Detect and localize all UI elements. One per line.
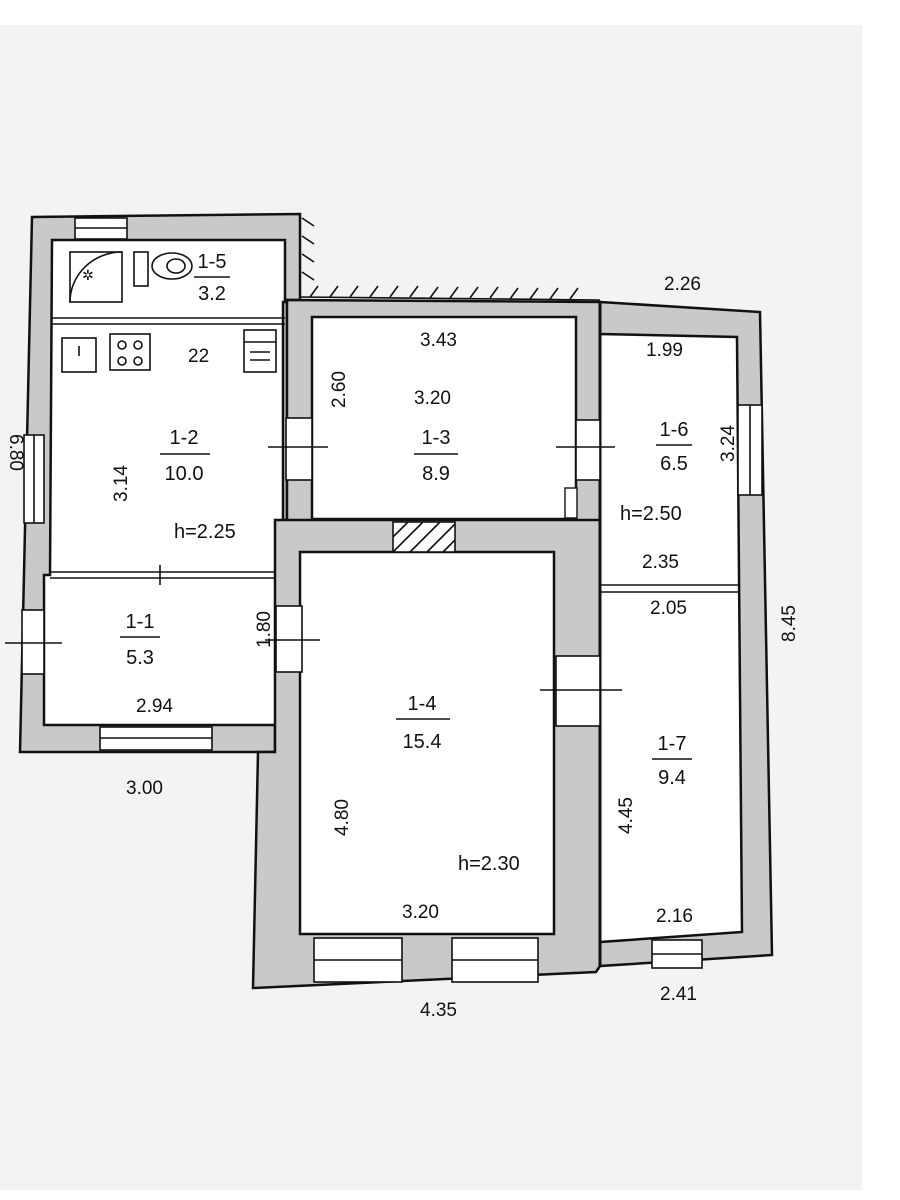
room-area: 15.4: [403, 731, 442, 753]
room-area: 6.5: [660, 453, 688, 475]
dimensions: 6.80 22 3.14 3.43 2.60 3.20 2.26 1.99 3.…: [5, 274, 800, 1021]
room-id: 1-7: [658, 733, 687, 755]
basin-icon: [243, 329, 277, 373]
room-1-1: 1-1 5.3: [120, 611, 160, 669]
doorways: [5, 417, 622, 727]
shower-icon: [69, 251, 123, 303]
dimension-label: 4.35: [420, 1000, 457, 1021]
room-id: 1-2: [170, 427, 199, 449]
room-id: 1-6: [660, 419, 689, 441]
dimension-label: 1.99: [646, 340, 683, 361]
dimension-label: 2.60: [329, 371, 350, 408]
room-area: 3.2: [198, 283, 226, 305]
dimension-label: 3.00: [126, 778, 163, 799]
room-1-5: 1-5 3.2: [194, 251, 230, 305]
dimension-label: 2.26: [664, 274, 701, 295]
fixtures: ✲: [61, 251, 578, 710]
dimension-label: 2.35: [642, 552, 679, 573]
room-id: 1-4: [408, 693, 437, 715]
dimension-label: 2.16: [656, 906, 693, 927]
room-area: 9.4: [658, 767, 686, 789]
room-id: 1-1: [126, 611, 155, 633]
room-id: 1-3: [422, 427, 451, 449]
dimension-label: 6.80: [5, 434, 26, 471]
ceiling-height: h=2.50: [620, 503, 682, 525]
room-id: 1-5: [198, 251, 227, 273]
exterior-walls: [18, 212, 774, 990]
ceiling-height: h=2.25: [174, 521, 236, 543]
dimension-label: 3.20: [414, 388, 451, 409]
windows: [23, 217, 763, 983]
dimension-label: 2.05: [650, 598, 687, 619]
hatch-edge: [299, 217, 601, 301]
room-1-6: 1-6 6.5: [656, 419, 692, 475]
partitions: [50, 317, 738, 593]
dimension-label: 2.41: [660, 984, 697, 1005]
dimension-label: 3.20: [402, 902, 439, 923]
dimension-label: 8.45: [779, 605, 800, 642]
room-1-4: 1-4 15.4: [396, 693, 450, 753]
dimension-label: 2.94: [136, 696, 173, 717]
dimension-label: 1.80: [254, 611, 275, 648]
room-1-7: 1-7 9.4: [652, 733, 692, 789]
room-1-2: 1-2 10.0: [160, 427, 210, 485]
dimension-label: 3.43: [420, 330, 457, 351]
dimension-label: 22: [188, 346, 209, 367]
stove-icon: [109, 333, 151, 371]
cistern-icon: [133, 251, 149, 287]
room-area: 10.0: [165, 463, 204, 485]
ceiling-height: h=2.30: [458, 853, 520, 875]
dimension-label: 3.24: [718, 425, 739, 462]
room-1-3: 1-3 8.9: [414, 427, 458, 485]
dimension-label: 4.80: [332, 799, 353, 836]
dimension-label: 3.14: [111, 465, 132, 502]
dimension-label: 4.45: [616, 797, 637, 834]
room-area: 8.9: [422, 463, 450, 485]
svg-text:✲: ✲: [82, 267, 94, 283]
room-area: 5.3: [126, 647, 154, 669]
